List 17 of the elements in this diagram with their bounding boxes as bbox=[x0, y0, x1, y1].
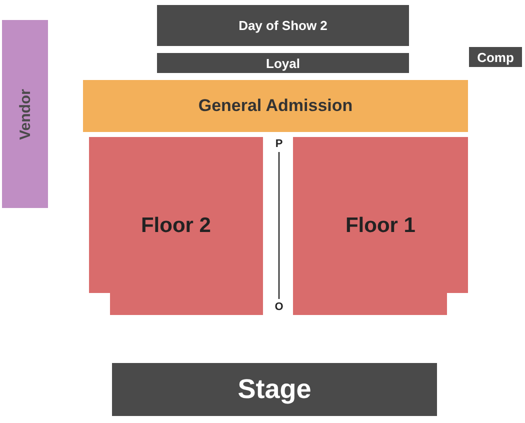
vendor-area bbox=[2, 20, 48, 208]
section-label: Floor 2 bbox=[140, 214, 211, 238]
seating-section bbox=[157, 53, 409, 73]
section-label: Stage bbox=[238, 374, 312, 405]
seating-section bbox=[83, 80, 468, 132]
section-label: General Admission bbox=[198, 96, 353, 116]
section-label: Loyal bbox=[266, 56, 300, 70]
seating-section bbox=[157, 5, 409, 46]
aisle-label: O bbox=[274, 301, 284, 313]
section-label: Floor 1 bbox=[345, 214, 416, 238]
section-label: Comp bbox=[477, 50, 514, 64]
aisle-line bbox=[278, 152, 280, 299]
stage bbox=[112, 363, 437, 416]
seating-section bbox=[469, 47, 522, 67]
aisle-label: P bbox=[275, 138, 283, 150]
section-label: Day of Show 2 bbox=[238, 18, 328, 33]
section-label: Vendor bbox=[16, 88, 34, 140]
